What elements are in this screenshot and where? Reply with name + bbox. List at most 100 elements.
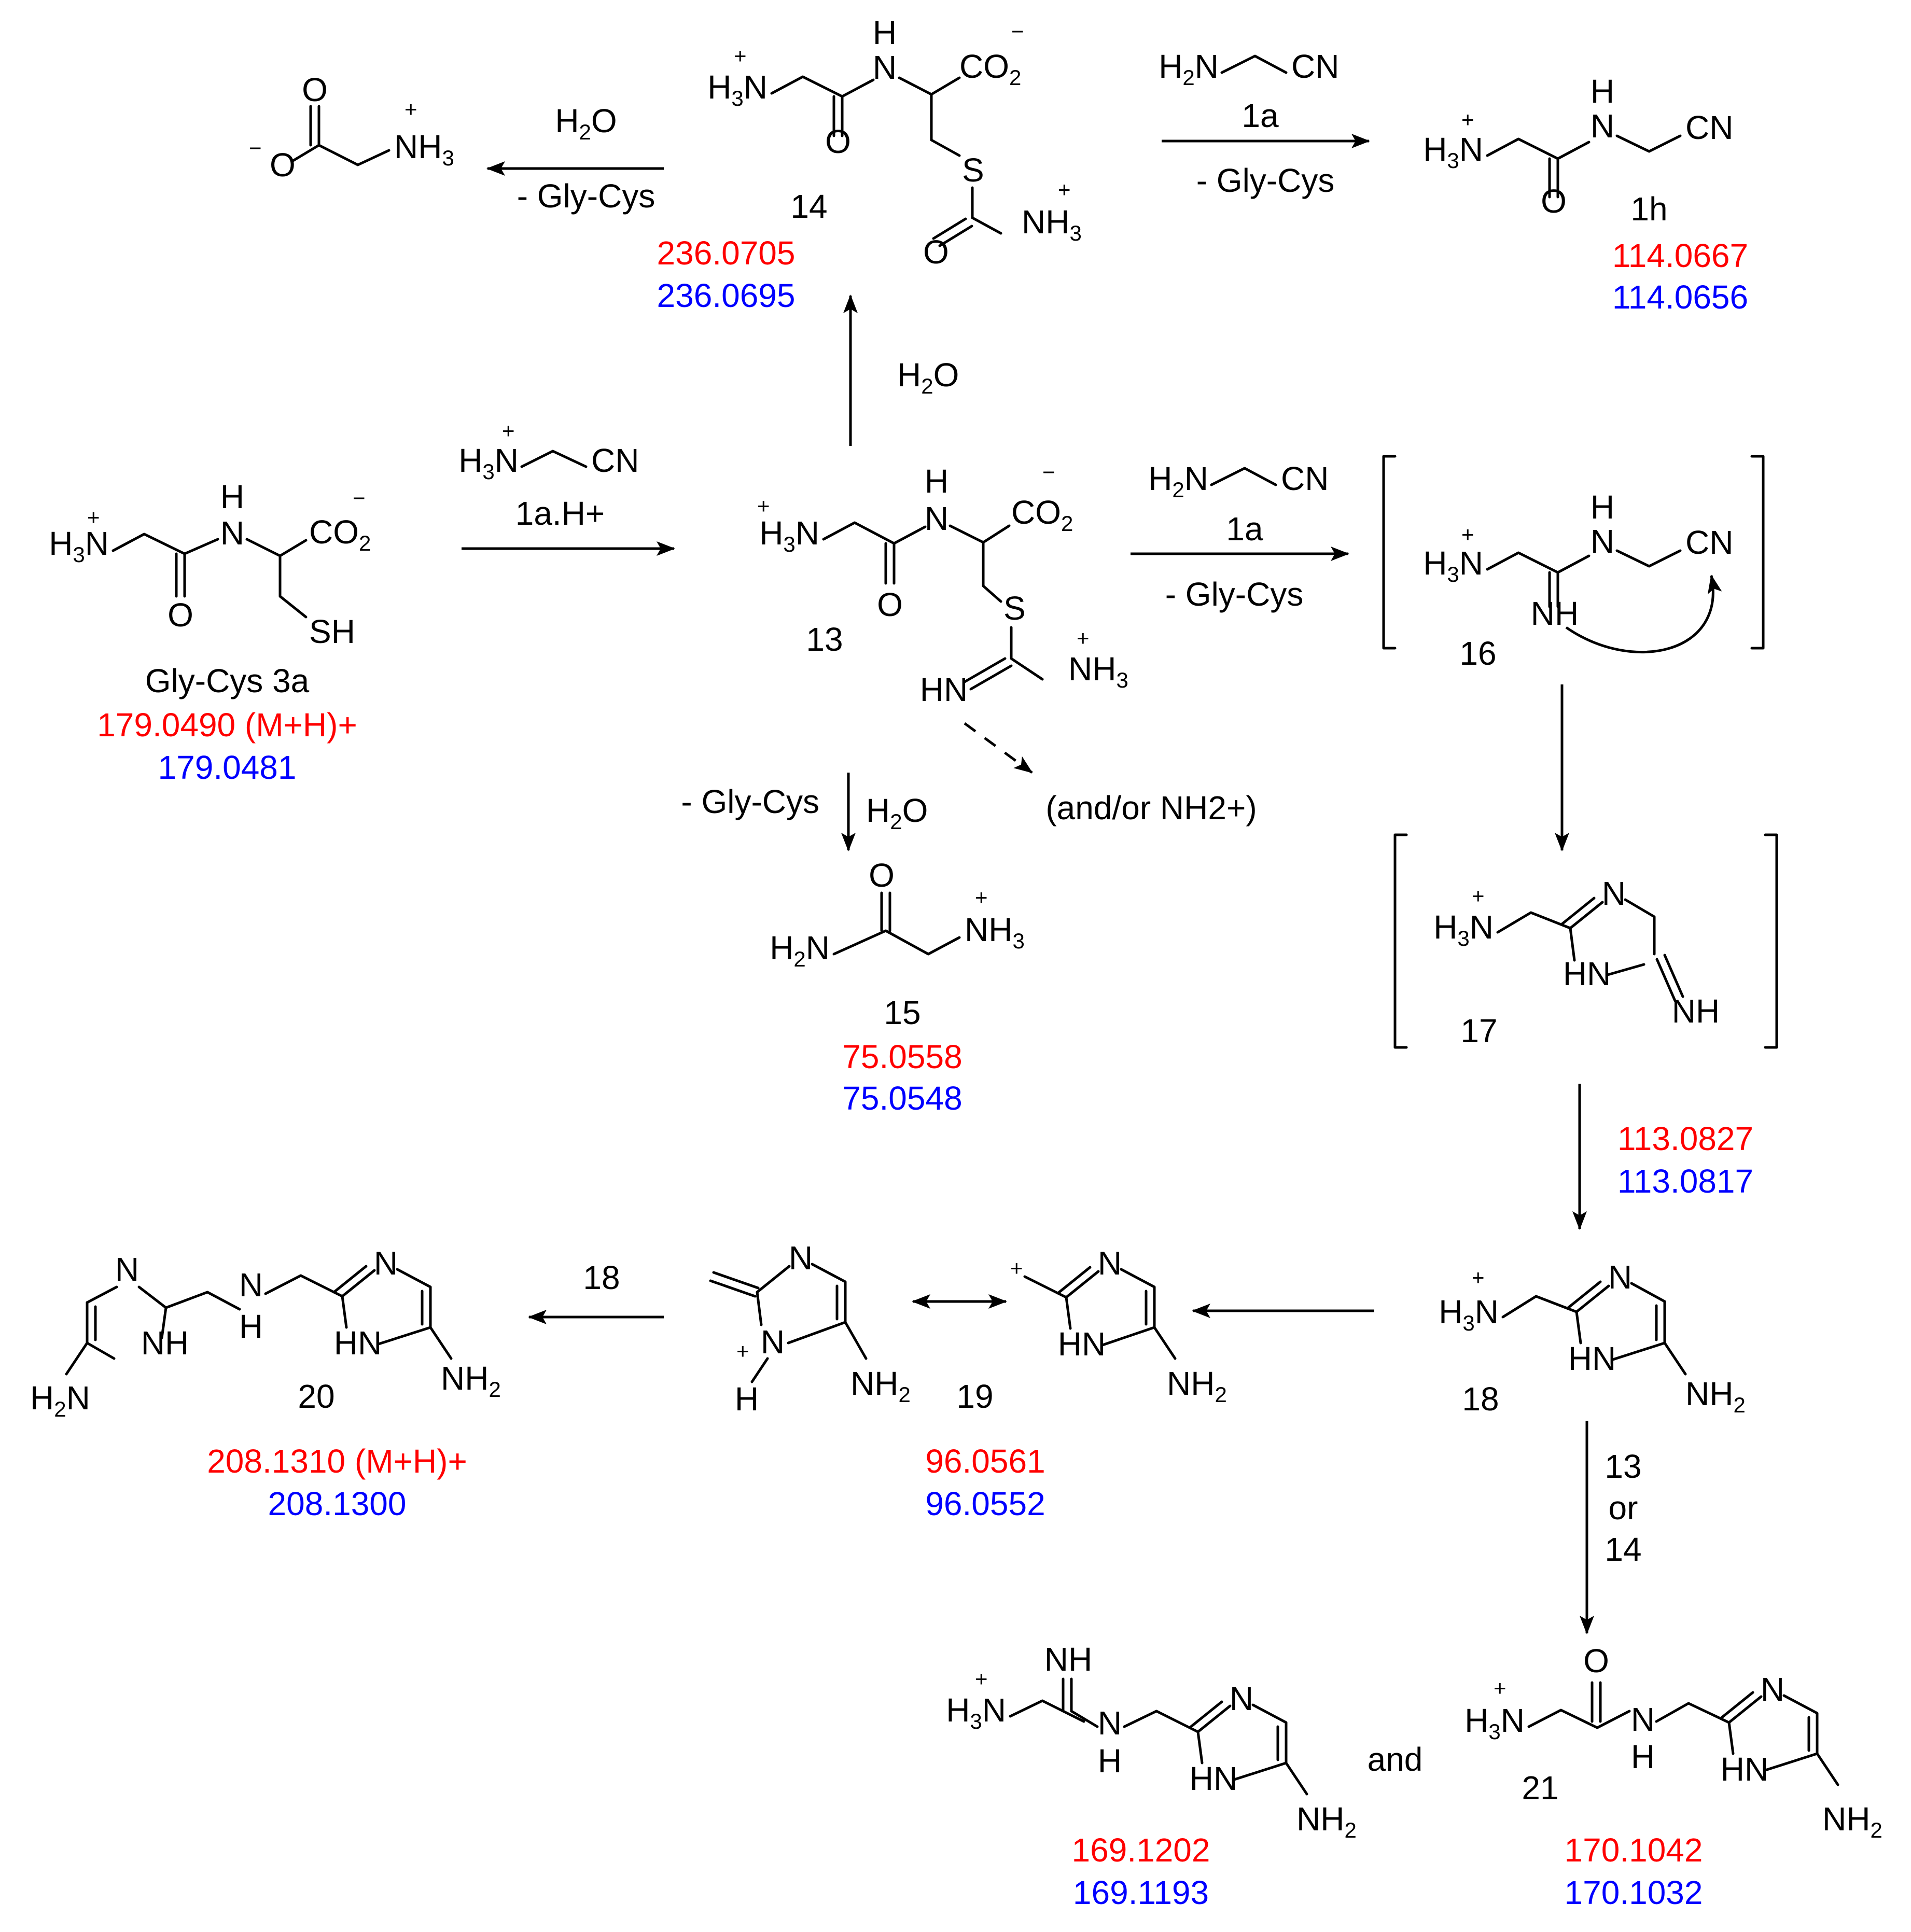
compound-20-label: 20 [298,1378,334,1415]
arrow-13-to-14: H2O [843,295,959,446]
compound-19-mz-exp: 96.0561 [925,1443,1045,1480]
svg-text:H3N: H3N [707,68,768,110]
svg-text:H3N: H3N [1423,544,1483,586]
svg-text:H: H [1591,73,1614,110]
compound-1h: H3N + O N H CN 1h 114.0667 114.0656 [1423,73,1748,316]
svg-text:+: + [1494,1676,1507,1700]
compound-18-label: 18 [1462,1380,1499,1418]
svg-text:N: N [239,1266,263,1304]
compound-17-label: 17 [1460,1012,1497,1049]
compound-14-mz-exp: 236.0705 [657,234,796,272]
svg-text:+: + [1472,1265,1485,1290]
reagent-minus-glycys-down: - Gly-Cys [681,783,819,820]
svg-text:CO2: CO2 [309,513,371,555]
reagent-minus-glycys-left: - Gly-Cys [517,177,655,215]
reagent-h2o-down: H2O [866,792,928,834]
svg-text:O: O [825,123,851,160]
svg-text:H3N: H3N [49,525,109,567]
compound-amidine-mz-exp: 169.1202 [1072,1831,1210,1869]
reagent-minus-glycys-mid: - Gly-Cys [1165,576,1304,613]
svg-text:NH: NH [141,1324,189,1362]
svg-text:+: + [736,1339,749,1363]
svg-text:+: + [975,1667,988,1691]
svg-text:+: + [757,494,770,518]
compound-1h-label: 1h [1630,190,1667,228]
compound-16: H3N + NH N H CN 16 [1382,455,1765,672]
reagent-or: or [1609,1489,1638,1527]
compound-16-label: 16 [1459,635,1496,672]
svg-text:HN: HN [1563,955,1611,992]
svg-text:NH3: NH3 [394,128,454,170]
compound-19-resonance: N N + H NH2 [709,1239,911,1418]
compound-17-mz-exp: 113.0827 [1617,1120,1753,1157]
arrow-19-to-20: 18 [528,1259,664,1324]
compound-21-label: 21 [1522,1769,1558,1807]
svg-text:HN: HN [920,671,968,708]
compound-amidine-mz-calc: 169.1193 [1073,1874,1209,1911]
svg-text:N: N [1591,523,1614,560]
compound-20-mz-exp: 208.1310 (M+H)+ [207,1443,467,1480]
svg-text:+: + [1461,107,1474,132]
svg-text:CO2: CO2 [959,48,1021,90]
svg-text:+: + [1472,884,1485,908]
svg-text:H3N: H3N [946,1691,1006,1733]
svg-text:H: H [239,1308,263,1345]
svg-text:H: H [925,463,948,500]
svg-text:CN: CN [1291,48,1339,85]
svg-text:H: H [220,478,244,515]
svg-text:H2N: H2N [1159,48,1219,90]
svg-text:+: + [1058,177,1071,202]
compound-3a-mz-exp: 179.0490 (M+H)+ [97,706,357,744]
svg-text:N: N [1098,1244,1122,1282]
svg-text:+: + [734,44,747,68]
compound-15: O H2N NH3 + 15 75.0558 75.0548 [770,857,1025,1117]
svg-text:NH: NH [1044,1641,1092,1678]
svg-text:N: N [873,49,897,86]
svg-text:NH2: NH2 [1167,1365,1227,1407]
svg-text:H3N: H3N [458,442,519,484]
svg-text:O: O [270,146,296,184]
svg-text:+: + [975,885,988,909]
compound-14-label: 14 [790,188,827,225]
svg-text:N: N [1608,1258,1632,1296]
and-label: and [1368,1741,1423,1778]
svg-text:H: H [1631,1738,1655,1775]
svg-text:NH2: NH2 [1685,1375,1746,1417]
svg-text:H3N: H3N [759,514,819,556]
arrow-13-to-16: H2N CN 1a - Gly-Cys [1131,460,1349,613]
compound-amidine: H3N + NH N H N HN NH2 169.1202 169.1193 [946,1641,1357,1911]
svg-text:H3N: H3N [1439,1293,1499,1335]
svg-text:HN: HN [1568,1340,1616,1377]
reagent-minus-glycys-top: - Gly-Cys [1196,162,1335,199]
compound-20-mz-calc: 208.1300 [268,1485,407,1522]
svg-text:N: N [220,514,244,552]
svg-text:HN: HN [1721,1751,1768,1788]
svg-text:−: − [1042,460,1055,484]
arrow-14-to-1h: H2N CN 1a - Gly-Cys [1159,48,1370,199]
svg-text:NH: NH [1531,595,1579,632]
compound-1h-mz-calc: 114.0656 [1612,278,1748,316]
reagent-18: 18 [583,1259,620,1296]
svg-text:N: N [115,1251,139,1288]
reagent-h2o-up: H2O [897,356,959,398]
compound-15-label: 15 [884,994,920,1031]
compound-glycine: O − O NH3 + [249,71,454,184]
svg-text:HN: HN [1058,1325,1106,1363]
compound-3a-label: Gly-Cys 3a [145,662,310,699]
compound-15-mz-exp: 75.0558 [842,1038,962,1075]
arrow-3a-to-13: H3N + CN 1a.H+ [458,418,675,556]
reagent-1a-top: 1a [1242,97,1279,134]
svg-text:O: O [1541,183,1567,220]
reagent-and-or-nh2: (and/or NH2+) [1045,789,1257,827]
svg-text:NH2: NH2 [1296,1800,1357,1842]
svg-text:+: + [1077,626,1090,650]
svg-text:O: O [302,71,328,108]
compound-3a-mz-calc: 179.0481 [158,749,297,786]
svg-text:CN: CN [591,442,639,479]
svg-text:+: + [87,505,100,529]
compound-19-label: 19 [956,1378,993,1415]
svg-text:N: N [374,1244,398,1282]
svg-text:CN: CN [1685,524,1733,561]
svg-text:−: − [1011,19,1024,44]
svg-text:O: O [1583,1642,1609,1679]
